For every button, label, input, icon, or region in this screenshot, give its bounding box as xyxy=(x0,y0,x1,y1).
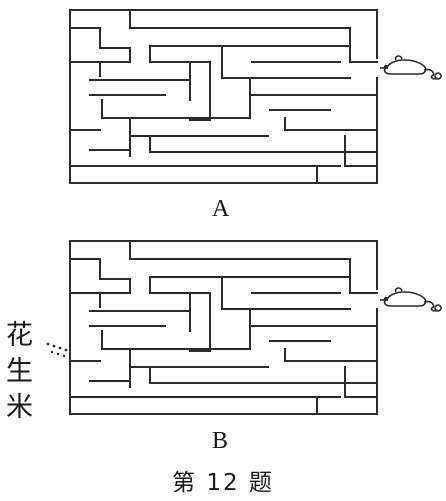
mouse-icon xyxy=(379,287,442,312)
figure-caption: 第 12 题 xyxy=(172,470,274,496)
peanut-label: 花 生 米 xyxy=(6,318,40,426)
maze-a-label: A xyxy=(212,196,230,222)
peanut-char-3: 米 xyxy=(6,392,33,423)
maze-b xyxy=(69,240,378,415)
mouse-icon xyxy=(379,55,442,80)
maze-b-label: B xyxy=(212,428,229,454)
maze-a xyxy=(69,9,378,184)
peanut-char-2: 生 xyxy=(6,356,33,387)
peanut-char-1: 花 xyxy=(6,320,33,351)
dotted-trail xyxy=(46,342,68,358)
